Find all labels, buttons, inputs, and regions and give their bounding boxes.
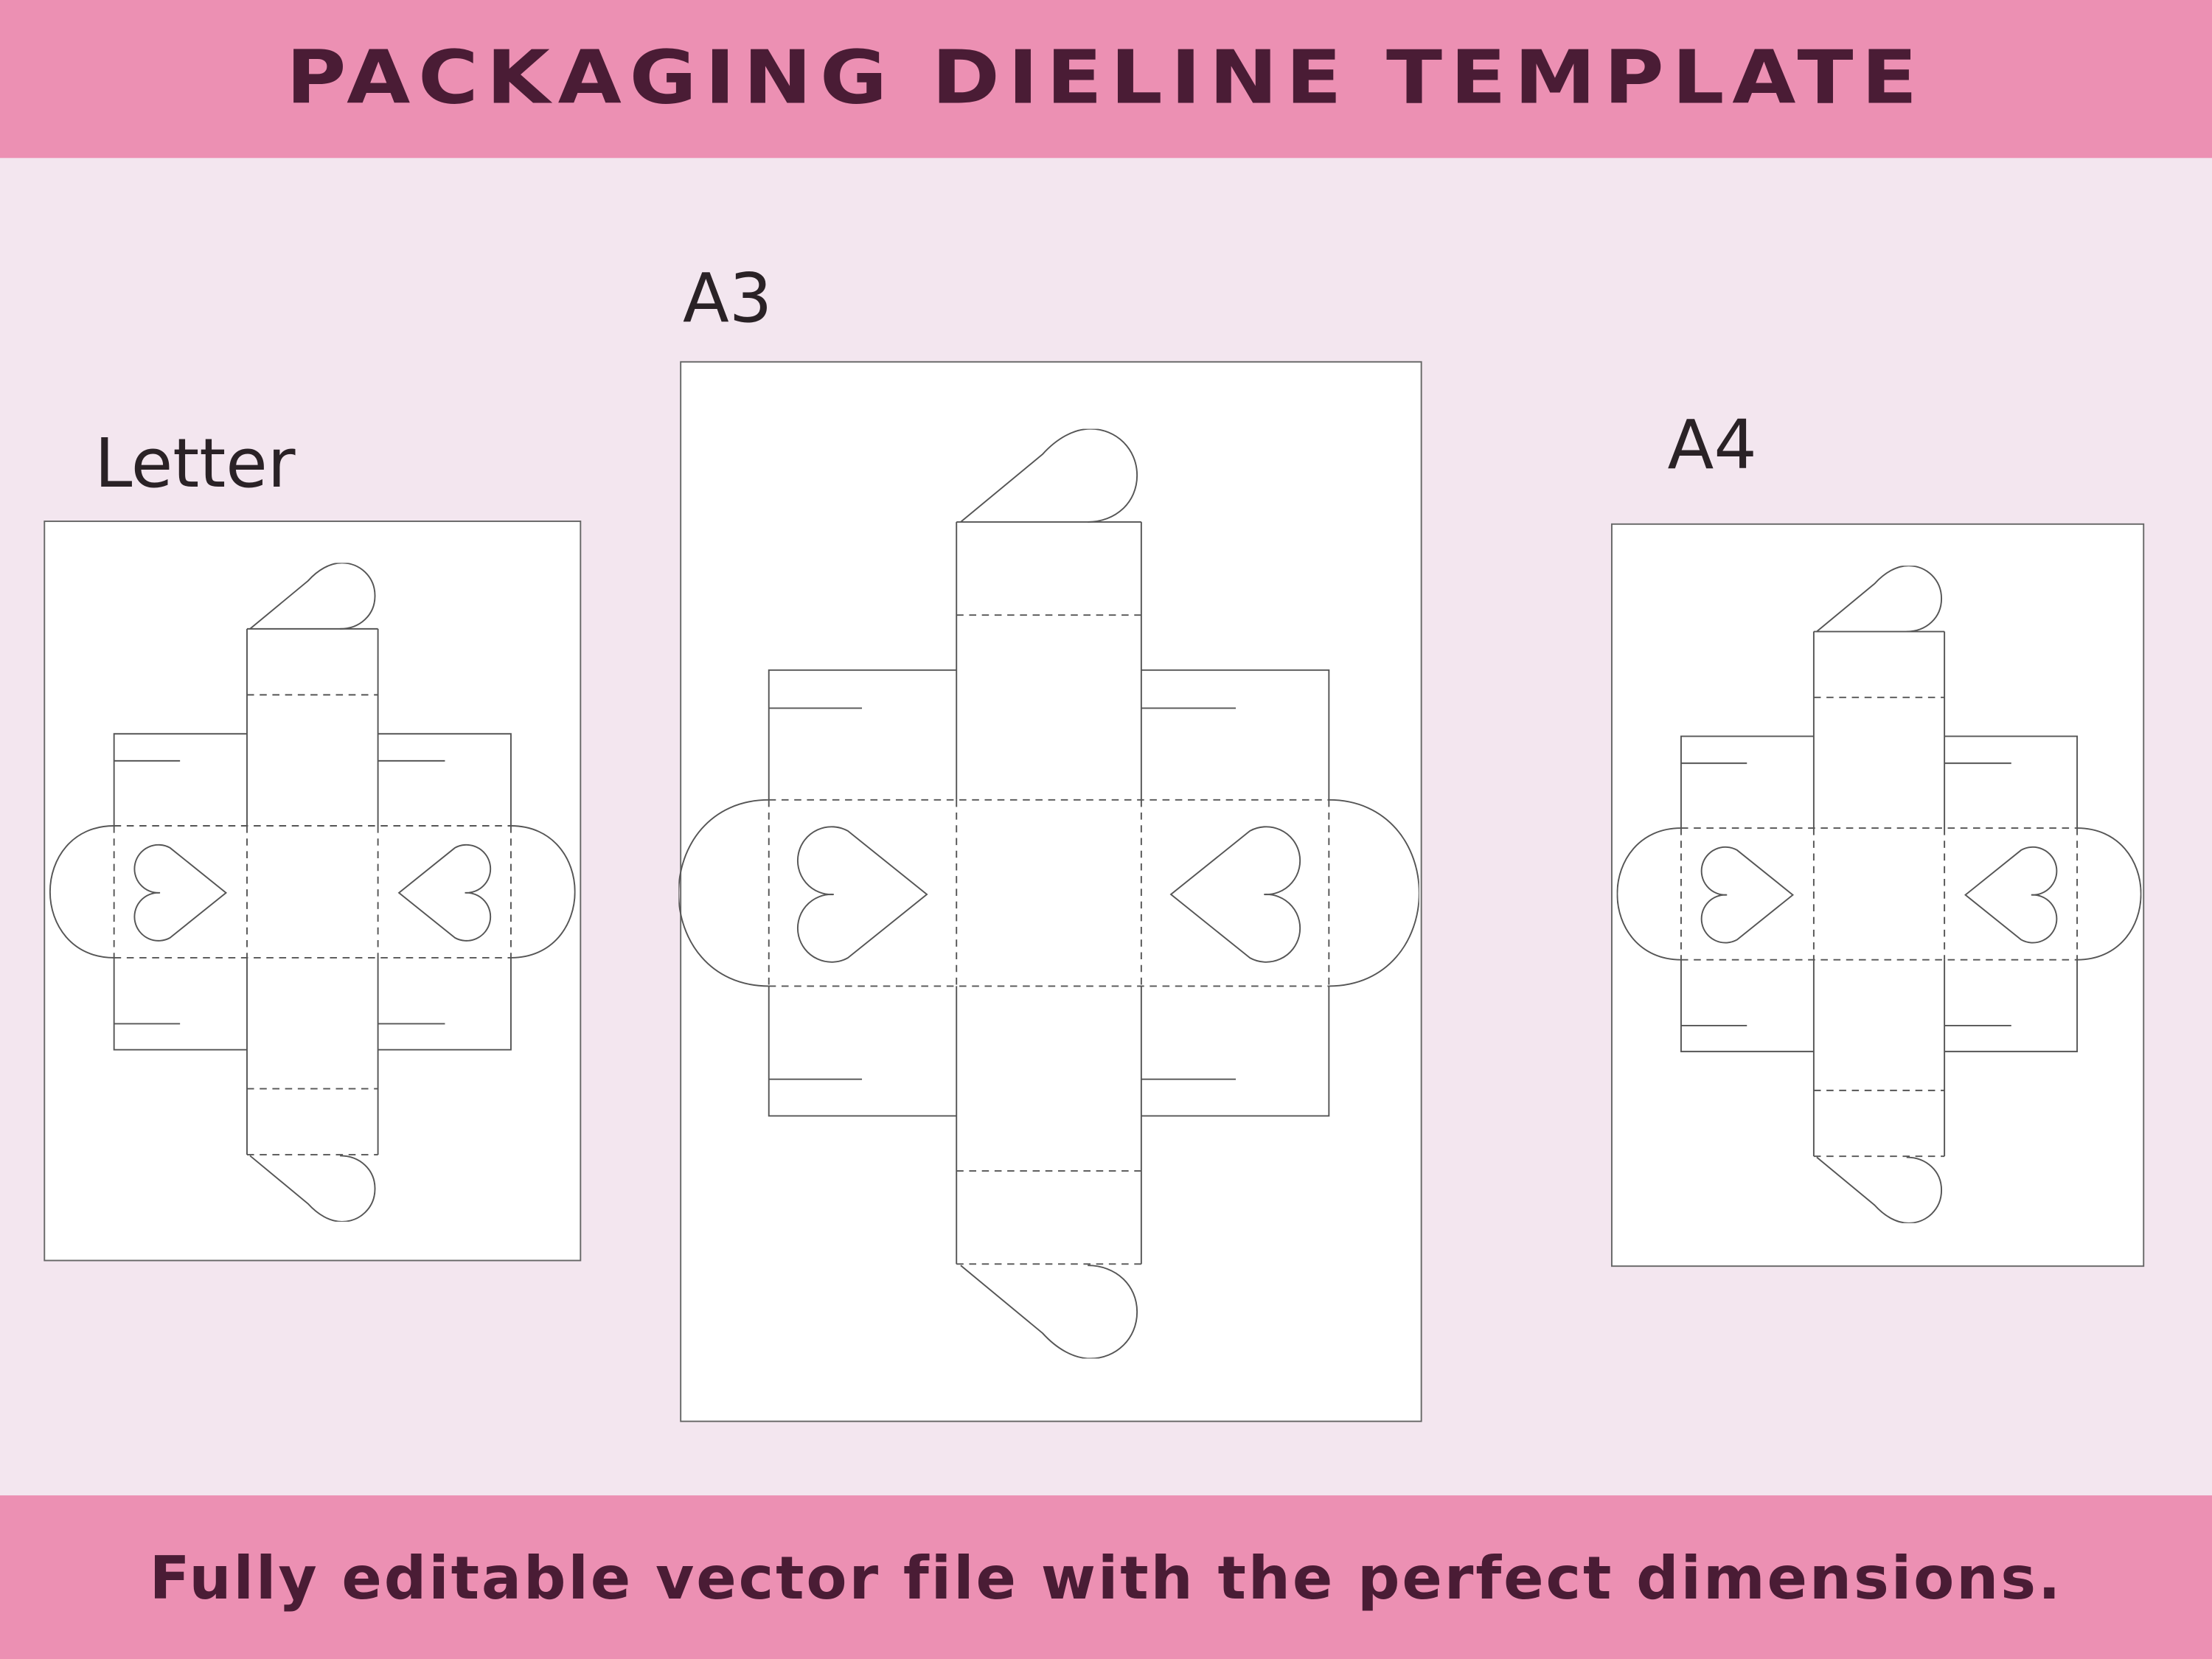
a3-dieline: [678, 429, 1419, 1359]
a3-label: A3: [683, 260, 773, 339]
letter-sheet: [44, 521, 582, 1262]
footer-tagline: Fully editable vector file with the perf…: [149, 1543, 2063, 1612]
a4-dieline: [1617, 566, 2142, 1223]
page-title: PACKAGING DIELINE TEMPLATE: [286, 36, 1926, 122]
a3-sheet: [680, 361, 1422, 1422]
letter-dieline: [49, 563, 576, 1222]
footer-banner: Fully editable vector file with the perf…: [0, 1495, 2212, 1659]
letter-label: Letter: [94, 424, 296, 504]
header-banner: PACKAGING DIELINE TEMPLATE: [0, 0, 2212, 159]
a4-label: A4: [1667, 406, 1757, 486]
a4-sheet: [1610, 523, 2145, 1267]
